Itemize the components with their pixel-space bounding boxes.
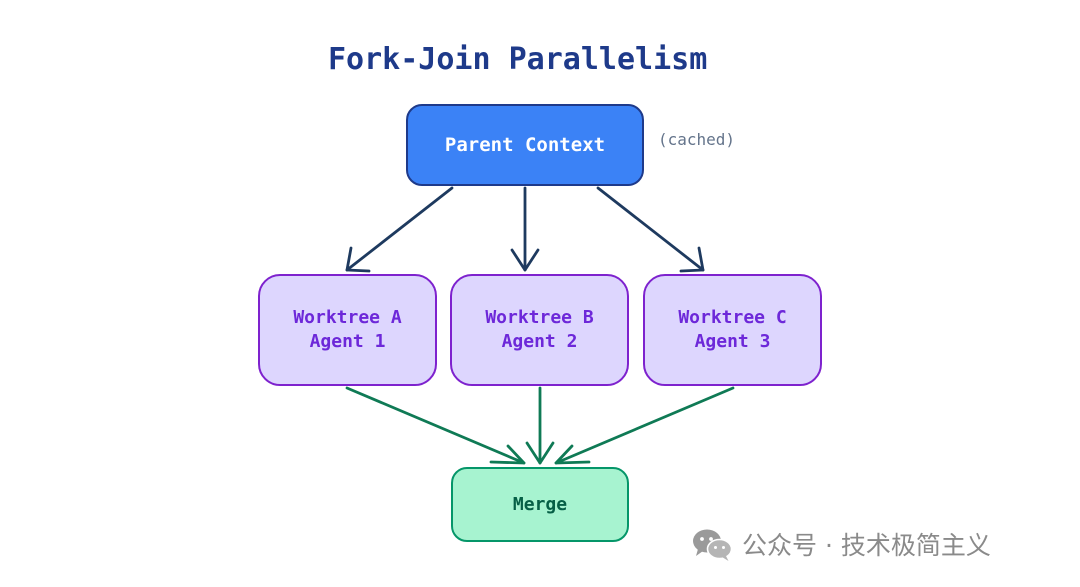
edge-worktree-b-to-merge xyxy=(525,386,555,465)
worktree-b-node: Worktree B Agent 2 xyxy=(450,274,629,386)
edge-parent-to-worktree-a xyxy=(345,186,454,273)
merge-label: Merge xyxy=(512,494,568,515)
agent-3-label: Agent 3 xyxy=(694,331,771,352)
merge-node: Merge xyxy=(451,467,629,542)
cached-note: (cached) xyxy=(658,130,736,149)
worktree-a-label: Worktree A xyxy=(293,307,402,328)
parent-context-node: Parent Context xyxy=(406,104,644,186)
watermark-text: 公众号 · 技术极简主义 xyxy=(742,531,991,560)
agent-2-label: Agent 2 xyxy=(501,331,578,352)
edge-worktree-a-to-merge xyxy=(345,386,526,465)
edge-parent-to-worktree-c xyxy=(596,186,705,273)
agent-1-label: Agent 1 xyxy=(309,331,386,352)
worktree-a-node: Worktree A Agent 1 xyxy=(258,274,437,386)
diagram-title: Fork-Join Parallelism xyxy=(328,42,708,77)
watermark: 公众号 · 技术极简主义 xyxy=(690,526,991,562)
wechat-icon xyxy=(693,529,733,561)
parent-context-label: Parent Context xyxy=(444,134,606,156)
edge-worktree-c-to-merge xyxy=(554,386,735,465)
worktree-c-node: Worktree C Agent 3 xyxy=(643,274,822,386)
worktree-c-label: Worktree C xyxy=(678,307,787,328)
edge-parent-to-worktree-b xyxy=(510,186,540,272)
worktree-b-label: Worktree B xyxy=(485,307,594,328)
